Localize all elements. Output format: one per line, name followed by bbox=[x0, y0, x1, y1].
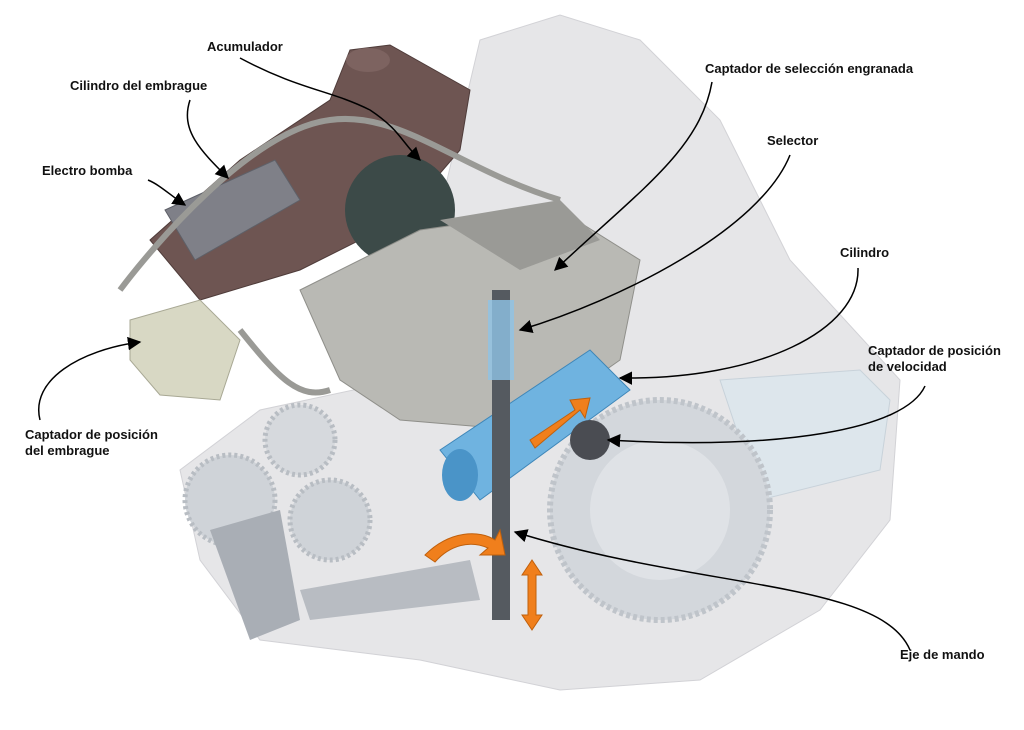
gear bbox=[262, 402, 338, 478]
speed-position-sensor bbox=[570, 420, 610, 460]
fork-bracket bbox=[210, 510, 300, 640]
clutch-position-sensor bbox=[129, 299, 241, 401]
label-captador-seleccion: Captador de selección engranada bbox=[705, 61, 914, 76]
label-selector: Selector bbox=[767, 133, 819, 148]
label-line: Captador de posición bbox=[868, 343, 1001, 358]
label-eje-mando: Eje de mando bbox=[900, 647, 985, 662]
label-acumulador: Acumulador bbox=[207, 39, 283, 54]
motion-arrows bbox=[424, 397, 591, 631]
label-cilindro: Cilindro bbox=[840, 245, 890, 260]
label-electro-bomba: Electro bomba bbox=[42, 163, 133, 178]
label-line: de velocidad bbox=[868, 359, 947, 374]
label-line: del embrague bbox=[25, 443, 110, 458]
label-cilindro-embrague: Cilindro del embrague bbox=[70, 78, 208, 93]
label-captador-embrague: Captador de posición del embrague bbox=[25, 427, 158, 459]
label-line: Captador de posición bbox=[25, 427, 158, 442]
electric-pump bbox=[164, 159, 301, 261]
leader-lines bbox=[37, 57, 926, 651]
gear bbox=[287, 477, 373, 563]
label-captador-velocidad: Captador de posición de velocidad bbox=[868, 343, 1001, 375]
